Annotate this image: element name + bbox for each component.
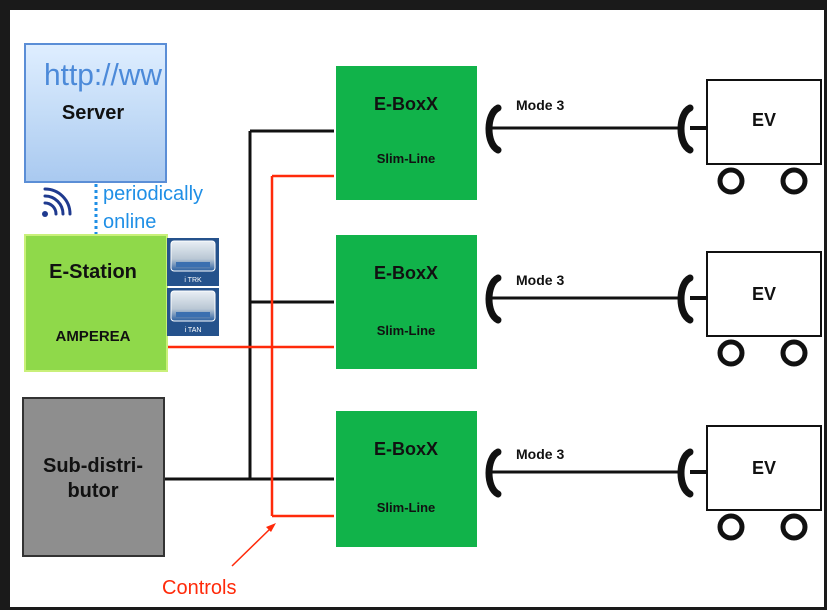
mode-label-1: Mode 3 bbox=[516, 97, 564, 113]
rfid-card-1-label: i TRK bbox=[184, 277, 202, 284]
subdistributor-box: Sub-distri- butor bbox=[22, 397, 165, 557]
charging-cable-2: Mode 3 bbox=[485, 272, 706, 324]
ebox-1-name: E-BoxX bbox=[374, 94, 438, 114]
wheel-icon bbox=[780, 167, 808, 195]
plug-icon bbox=[677, 104, 694, 154]
subdistributor-label-line2: butor bbox=[67, 480, 118, 502]
ebox-2-model: Slim-Line bbox=[377, 323, 436, 338]
ev-vehicle-2: EV bbox=[706, 251, 822, 367]
ebox-unit-2: E-BoxX Slim-Line bbox=[336, 235, 477, 369]
controls-label: Controls bbox=[162, 577, 236, 599]
ebox-unit-3: E-BoxX Slim-Line bbox=[336, 411, 477, 547]
wifi-icon bbox=[42, 187, 72, 217]
plug-icon bbox=[485, 104, 502, 154]
plug-icon bbox=[677, 274, 694, 324]
server-label: Server bbox=[62, 102, 124, 124]
plug-icon bbox=[485, 448, 502, 498]
estation-box: E-Station AMPEREA bbox=[24, 234, 168, 372]
estation-label: E-Station bbox=[49, 261, 137, 283]
ev-label-3: EV bbox=[752, 458, 776, 478]
charging-cable-3: Mode 3 bbox=[485, 446, 706, 498]
plug-icon bbox=[485, 274, 502, 324]
ev-vehicle-1: EV bbox=[706, 79, 822, 195]
controls-pointer bbox=[231, 523, 276, 567]
wheel-icon bbox=[780, 339, 808, 367]
server-url-text: http://ww bbox=[44, 57, 163, 92]
rfid-card-2: i TAN bbox=[167, 288, 219, 336]
ev-vehicle-3: EV bbox=[706, 425, 822, 541]
subdistributor-label-line1: Sub-distri- bbox=[43, 455, 143, 477]
charging-cable-1: Mode 3 bbox=[485, 97, 706, 154]
control-wiring bbox=[167, 174, 334, 518]
rfid-card-1: i TRK bbox=[167, 238, 219, 286]
power-wiring bbox=[164, 129, 334, 481]
estation-sublabel: AMPEREA bbox=[55, 328, 130, 345]
server-box: http://ww Server bbox=[24, 43, 167, 183]
mode-label-2: Mode 3 bbox=[516, 272, 564, 288]
wheel-icon bbox=[717, 167, 745, 195]
ebox-2-name: E-BoxX bbox=[374, 263, 438, 283]
rfid-card-2-label: i TAN bbox=[185, 327, 202, 334]
wheel-icon bbox=[717, 339, 745, 367]
ebox-3-model: Slim-Line bbox=[377, 500, 436, 515]
ev-label-2: EV bbox=[752, 284, 776, 304]
mode-label-3: Mode 3 bbox=[516, 446, 564, 462]
ebox-unit-1: E-BoxX Slim-Line bbox=[336, 66, 477, 200]
online-label: online bbox=[103, 211, 156, 233]
wheel-icon bbox=[780, 513, 808, 541]
periodic-label: periodically bbox=[103, 183, 203, 205]
ebox-3-name: E-BoxX bbox=[374, 439, 438, 459]
plug-icon bbox=[677, 448, 694, 498]
ev-label-1: EV bbox=[752, 110, 776, 130]
wheel-icon bbox=[717, 513, 745, 541]
ebox-1-model: Slim-Line bbox=[377, 151, 436, 166]
